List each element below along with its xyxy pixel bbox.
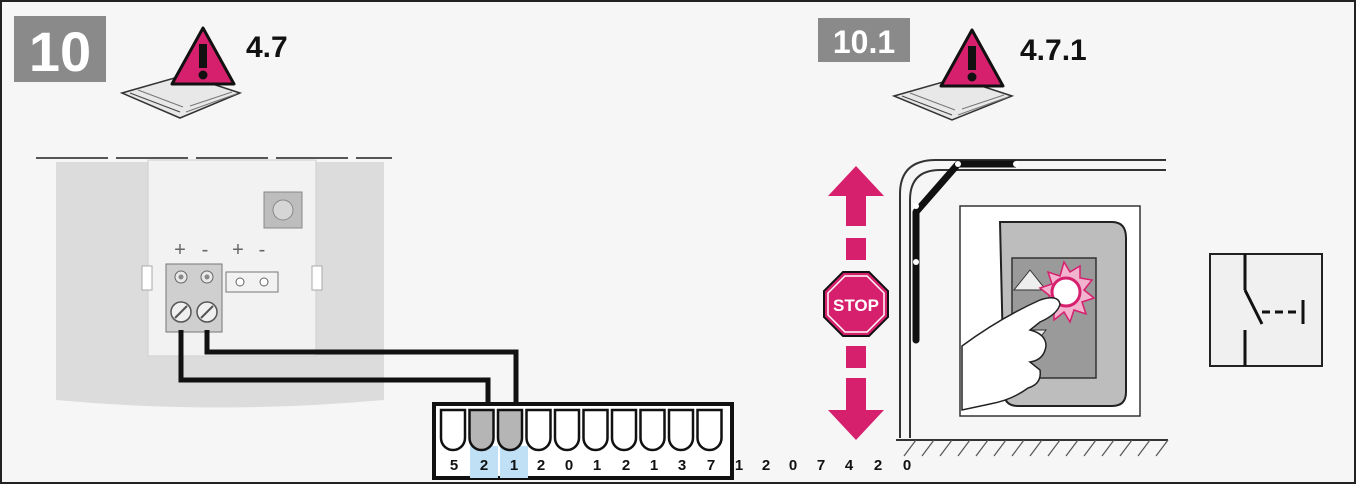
wire-2 (204, 330, 519, 408)
hand-icon (961, 297, 1061, 411)
terminal-label: 0 (789, 457, 797, 474)
nc-contact-symbol (1209, 253, 1323, 367)
terminal-slot (439, 408, 467, 452)
stop-sign-icon (823, 271, 889, 337)
step-number-right: 10.1 (833, 24, 895, 60)
terminal-label: 5 (450, 457, 458, 474)
manual-warning-icon (891, 28, 1015, 121)
gate-frame (896, 159, 1169, 457)
manual-ref-left: 4.7 (246, 31, 288, 64)
terminal-slot (553, 408, 581, 452)
terminal-label: 2 (622, 457, 630, 474)
terminal-label: 1 (735, 457, 743, 474)
stop-arrow: STOP (823, 166, 889, 440)
terminal-label: 2 (537, 457, 545, 474)
arrow-up-icon (828, 166, 884, 226)
sign-minus-1: - (202, 239, 209, 261)
terminal-label: 2 (762, 457, 770, 474)
manual-warning-icon (119, 26, 243, 119)
terminal-slot (667, 408, 695, 452)
stop-sign-label: STOP (833, 296, 879, 315)
board-clip-right (311, 265, 323, 291)
terminal-slot (696, 408, 723, 452)
terminal-label: 0 (565, 457, 573, 474)
terminal-label: 1 (593, 457, 601, 474)
inset-button-press (959, 205, 1141, 417)
terminal-label: 7 (817, 457, 825, 474)
device-terminal-secondary (225, 271, 279, 293)
panel-right: 10.1 4.7.1 STOP (818, 18, 1323, 457)
step-badge-right (818, 18, 910, 62)
sign-minus-2: - (259, 239, 266, 261)
terminal-slot (639, 408, 666, 452)
push-button-icon (1050, 276, 1082, 308)
terminal-slot (582, 408, 609, 452)
sign-plus-1: + (174, 239, 186, 261)
terminal-label: 2 (480, 457, 488, 474)
panel-left: 10 4.7 + - + - (14, 16, 911, 480)
step-badge-left (14, 16, 106, 82)
terminal-highlight-1 (500, 446, 528, 478)
terminal-highlight-2 (470, 446, 498, 478)
terminal-labels: 5 2 1 2 0 1 2 1 3 7 1 2 0 7 4 2 0 (450, 457, 911, 474)
board-clip-left (141, 265, 153, 291)
terminal-label: 7 (707, 457, 715, 474)
manual-ref-right: 4.7.1 (1020, 34, 1087, 67)
terminal-slot (468, 408, 495, 452)
step-number-left: 10 (29, 20, 91, 83)
terminal-label: 2 (874, 457, 882, 474)
arrow-down-icon (828, 378, 884, 440)
terminal-label: 1 (650, 457, 658, 474)
terminal-label: 3 (678, 457, 686, 474)
terminal-label: 0 (903, 457, 911, 474)
wire-1 (178, 330, 491, 408)
terminal-slot (525, 408, 552, 452)
terminal-slot (496, 408, 524, 452)
sign-plus-2: + (232, 239, 244, 261)
device-terminal (165, 263, 223, 333)
terminal-label: 1 (510, 457, 518, 474)
terminal-slot (610, 408, 638, 452)
terminal-slots (439, 408, 723, 452)
terminal-label: 4 (845, 457, 854, 474)
